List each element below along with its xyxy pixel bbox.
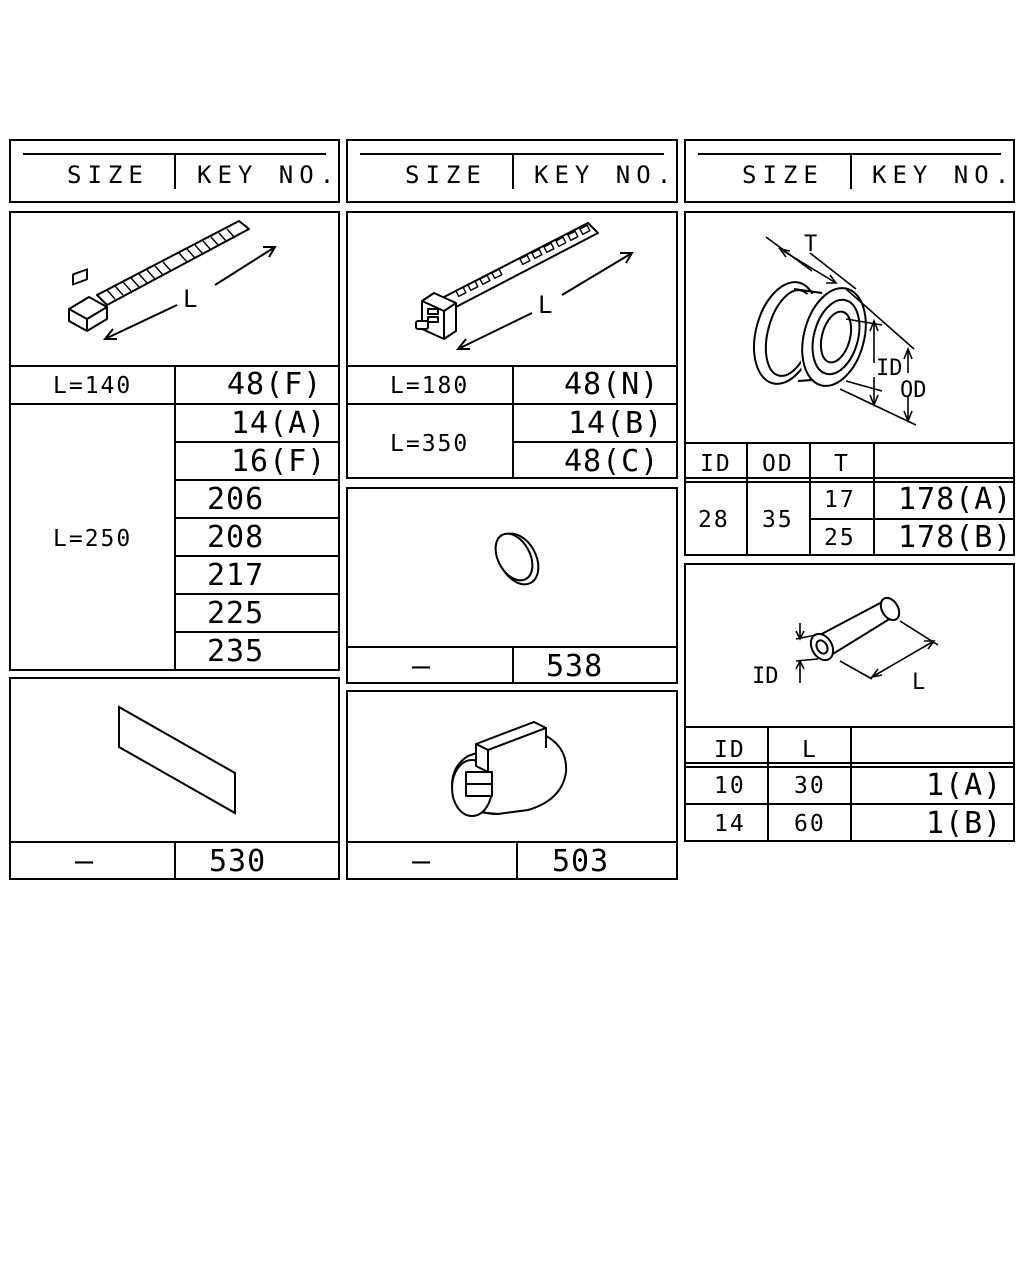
sheet-illustration (118, 705, 236, 815)
header-key-label: KEY NO. (872, 161, 1016, 189)
t-cell: 25 (824, 525, 856, 551)
size-cell: L=180 (390, 373, 470, 399)
column-header-l: L (802, 737, 818, 763)
dimension-label-l: L (538, 291, 552, 319)
dimension-label-od: OD (900, 378, 927, 403)
clip-illustration (451, 721, 568, 817)
key-no-cell: 538 (546, 649, 604, 684)
key-no-cell: 48(N) (564, 367, 660, 402)
tube-illustration: ID L (752, 596, 939, 695)
key-no-cell: 14(B) (568, 406, 664, 441)
cable-tie-large-panel: L L=180 48(N) L=350 14(B) 48(C) (346, 211, 678, 479)
cable-tie-small-illustration: L (68, 220, 277, 340)
key-no-cell: 503 (552, 844, 610, 879)
key-no-cell: 16(F) (231, 444, 327, 479)
header-size-label: SIZE (742, 161, 824, 189)
key-no-cell: 14(A) (231, 406, 327, 441)
plug-panel: — 538 (346, 487, 678, 684)
t-cell: 17 (824, 487, 856, 513)
header-box-2: SIZE KEY NO. (346, 139, 678, 203)
size-cell: L=140 (53, 373, 133, 399)
grommet-panel: T ID OD ID OD T 28 35 17 178(A) 25 178(B… (684, 211, 1015, 556)
l-cell: 60 (794, 811, 826, 837)
tube-panel: ID L ID L 10 30 1(A) 14 60 1(B) (684, 563, 1015, 842)
key-no-cell: 48(F) (227, 367, 323, 402)
key-no-cell: 530 (209, 844, 267, 879)
id-cell: 28 (698, 507, 730, 533)
dimension-label-l: L (912, 670, 925, 695)
key-no-cell: 48(C) (564, 444, 660, 479)
size-cell: — (75, 844, 95, 879)
cable-tie-large-illustration: L (415, 222, 634, 350)
column-header-id: ID (700, 451, 732, 477)
od-cell: 35 (762, 507, 794, 533)
column-header-od: OD (762, 451, 794, 477)
id-cell: 10 (714, 773, 746, 799)
key-no-cell: 1(A) (926, 768, 1003, 803)
header-box-3: SIZE KEY NO. (684, 139, 1015, 203)
cable-tie-small-panel: L L=140 48(F) L=250 14(A) 16(F) 206 208 … (9, 211, 340, 671)
dimension-label-id: ID (752, 664, 779, 689)
key-no-cell: 178(B) (898, 520, 1013, 555)
key-no-cell: 206 (207, 482, 265, 517)
header-key-label: KEY NO. (534, 161, 678, 189)
key-no-cell: 217 (207, 558, 265, 593)
size-cell: L=250 (53, 526, 133, 552)
column-header-t: T (834, 451, 850, 477)
header-key-label: KEY NO. (197, 161, 341, 189)
sheet-panel: — 530 (9, 677, 340, 880)
dimension-label-t: T (804, 232, 817, 257)
key-no-cell: 235 (207, 634, 265, 669)
column-header-id: ID (714, 737, 746, 763)
size-cell: L=350 (390, 431, 470, 457)
key-no-cell: 225 (207, 596, 265, 631)
key-no-cell: 178(A) (898, 482, 1013, 517)
header-box-1: SIZE KEY NO. (9, 139, 340, 203)
key-no-cell: 1(B) (926, 806, 1003, 841)
l-cell: 30 (794, 773, 826, 799)
dimension-label-l: L (183, 285, 197, 313)
size-cell: — (412, 649, 432, 684)
key-no-cell: 208 (207, 520, 265, 555)
id-cell: 14 (714, 811, 746, 837)
dimension-label-id: ID (876, 356, 903, 381)
clip-panel: — 503 (346, 690, 678, 880)
header-size-label: SIZE (67, 161, 149, 189)
plug-illustration (494, 532, 540, 586)
grommet-illustration: T ID OD (753, 232, 927, 426)
size-cell: — (412, 844, 432, 879)
header-size-label: SIZE (405, 161, 487, 189)
